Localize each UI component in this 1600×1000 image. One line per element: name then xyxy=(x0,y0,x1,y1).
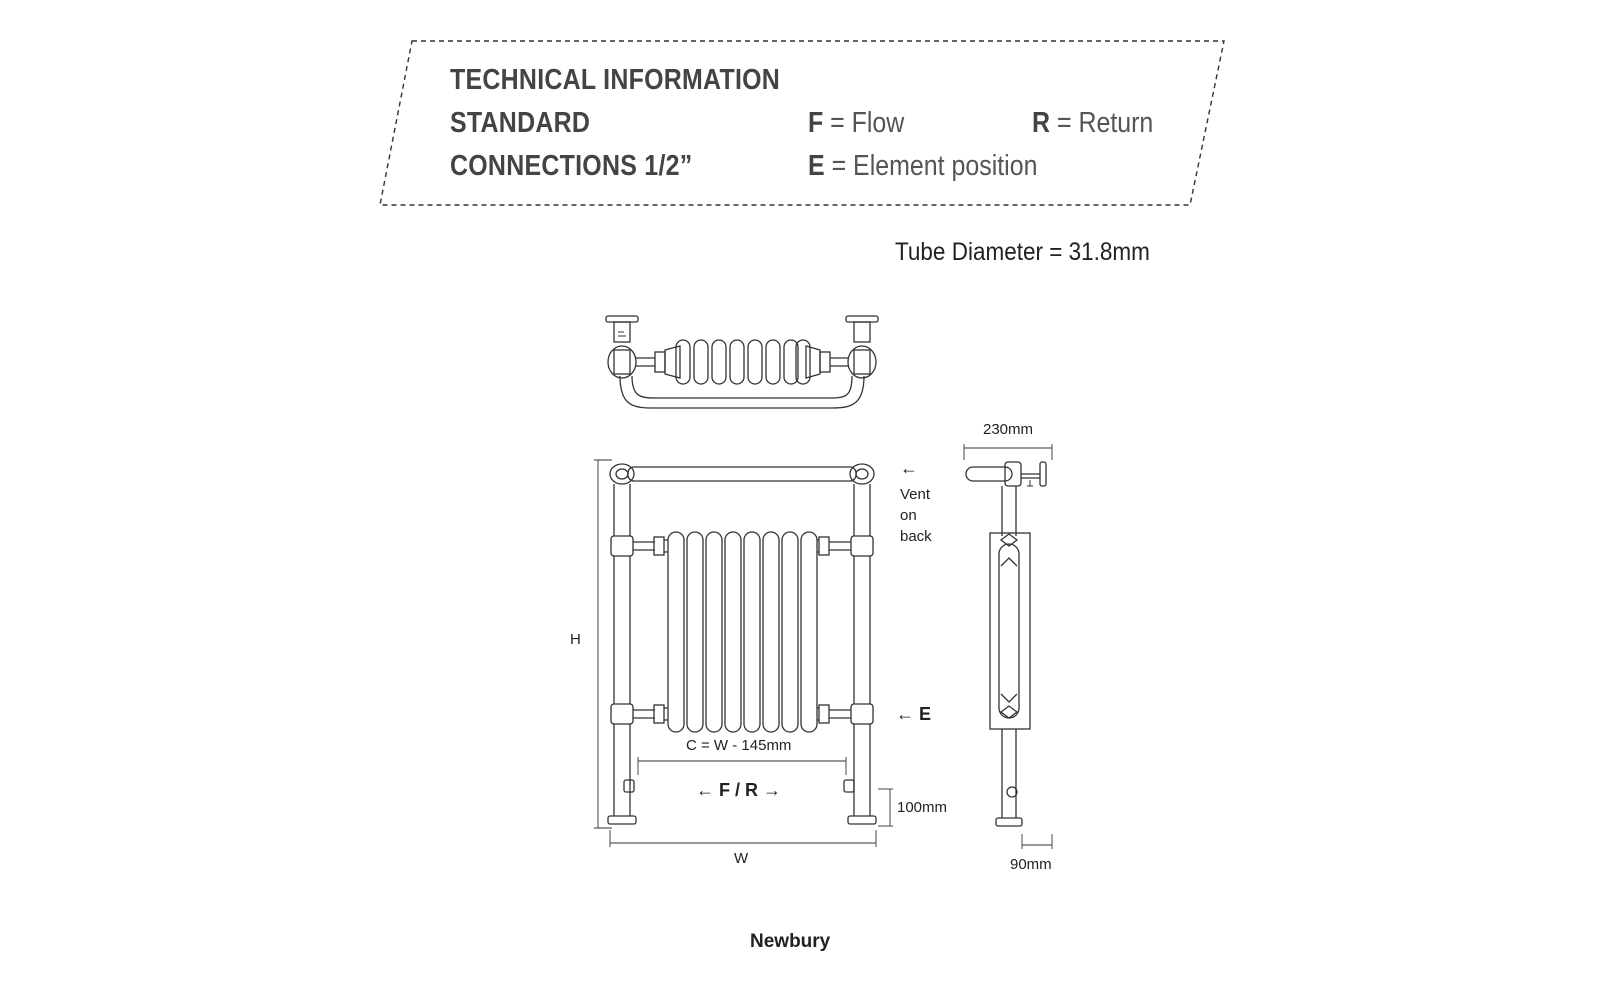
tube-diameter: Tube Diameter = 31.8mm xyxy=(895,238,1150,266)
offset-label: 90mm xyxy=(1010,856,1052,873)
element-position-label: ← E xyxy=(896,704,932,724)
depth-label: 230mm xyxy=(983,421,1034,438)
top-view-drawing xyxy=(605,315,879,409)
height-label: H xyxy=(570,631,581,648)
side-view-drawing xyxy=(965,461,1047,827)
vent-label-line3: back xyxy=(900,528,932,545)
front-dimensions xyxy=(594,459,893,847)
legend-flow: F = Flow xyxy=(808,107,905,139)
standard-label: STANDARD xyxy=(450,107,591,139)
side-dimensions xyxy=(963,444,1053,849)
centres-label: C = W - 145mm xyxy=(686,737,792,754)
vent-label-line2: on xyxy=(900,507,917,524)
technical-info-title: TECHNICAL INFORMATION xyxy=(450,64,781,96)
vent-arrow-icon: ← xyxy=(900,458,918,478)
connection-height-label: 100mm xyxy=(897,799,948,816)
legend-element: E = Element position xyxy=(808,150,1038,182)
width-label: W xyxy=(734,850,749,867)
vent-label-line1: Vent xyxy=(900,486,931,503)
legend-return: R = Return xyxy=(1032,107,1154,139)
flow-return-label: ← F / R → xyxy=(696,780,781,800)
connections-label: CONNECTIONS 1/2” xyxy=(450,150,693,182)
product-name: Newbury xyxy=(750,931,831,952)
front-view-drawing xyxy=(607,463,877,825)
